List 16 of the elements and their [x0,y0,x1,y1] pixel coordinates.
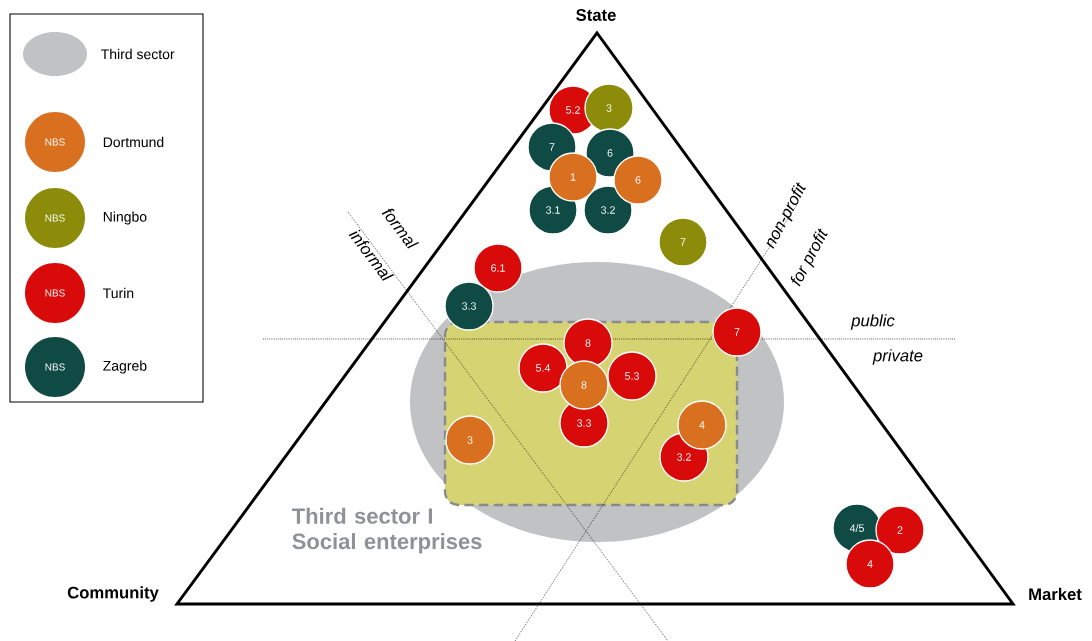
legend-label: Dortmund [103,136,164,148]
corner-label: Community [67,586,159,602]
legend-label: Third sector [101,48,175,60]
node-label: Third sector I Social enterprises [291,507,482,554]
swatch-label: NBS [45,138,65,146]
corner-label: Market [1029,587,1082,601]
legend-label: Zagreb [103,360,147,374]
corner-label: State [576,9,616,21]
legend-label: Ningbo [103,211,147,225]
axis-label: for profit [790,228,828,287]
axis-label: private [872,349,923,365]
swatch-label: NBS [45,214,65,222]
swatch-label: NBS [45,363,65,371]
axis-label: public [850,314,895,330]
swatch-label: NBS [45,289,65,297]
legend-label: Turin [103,287,134,299]
